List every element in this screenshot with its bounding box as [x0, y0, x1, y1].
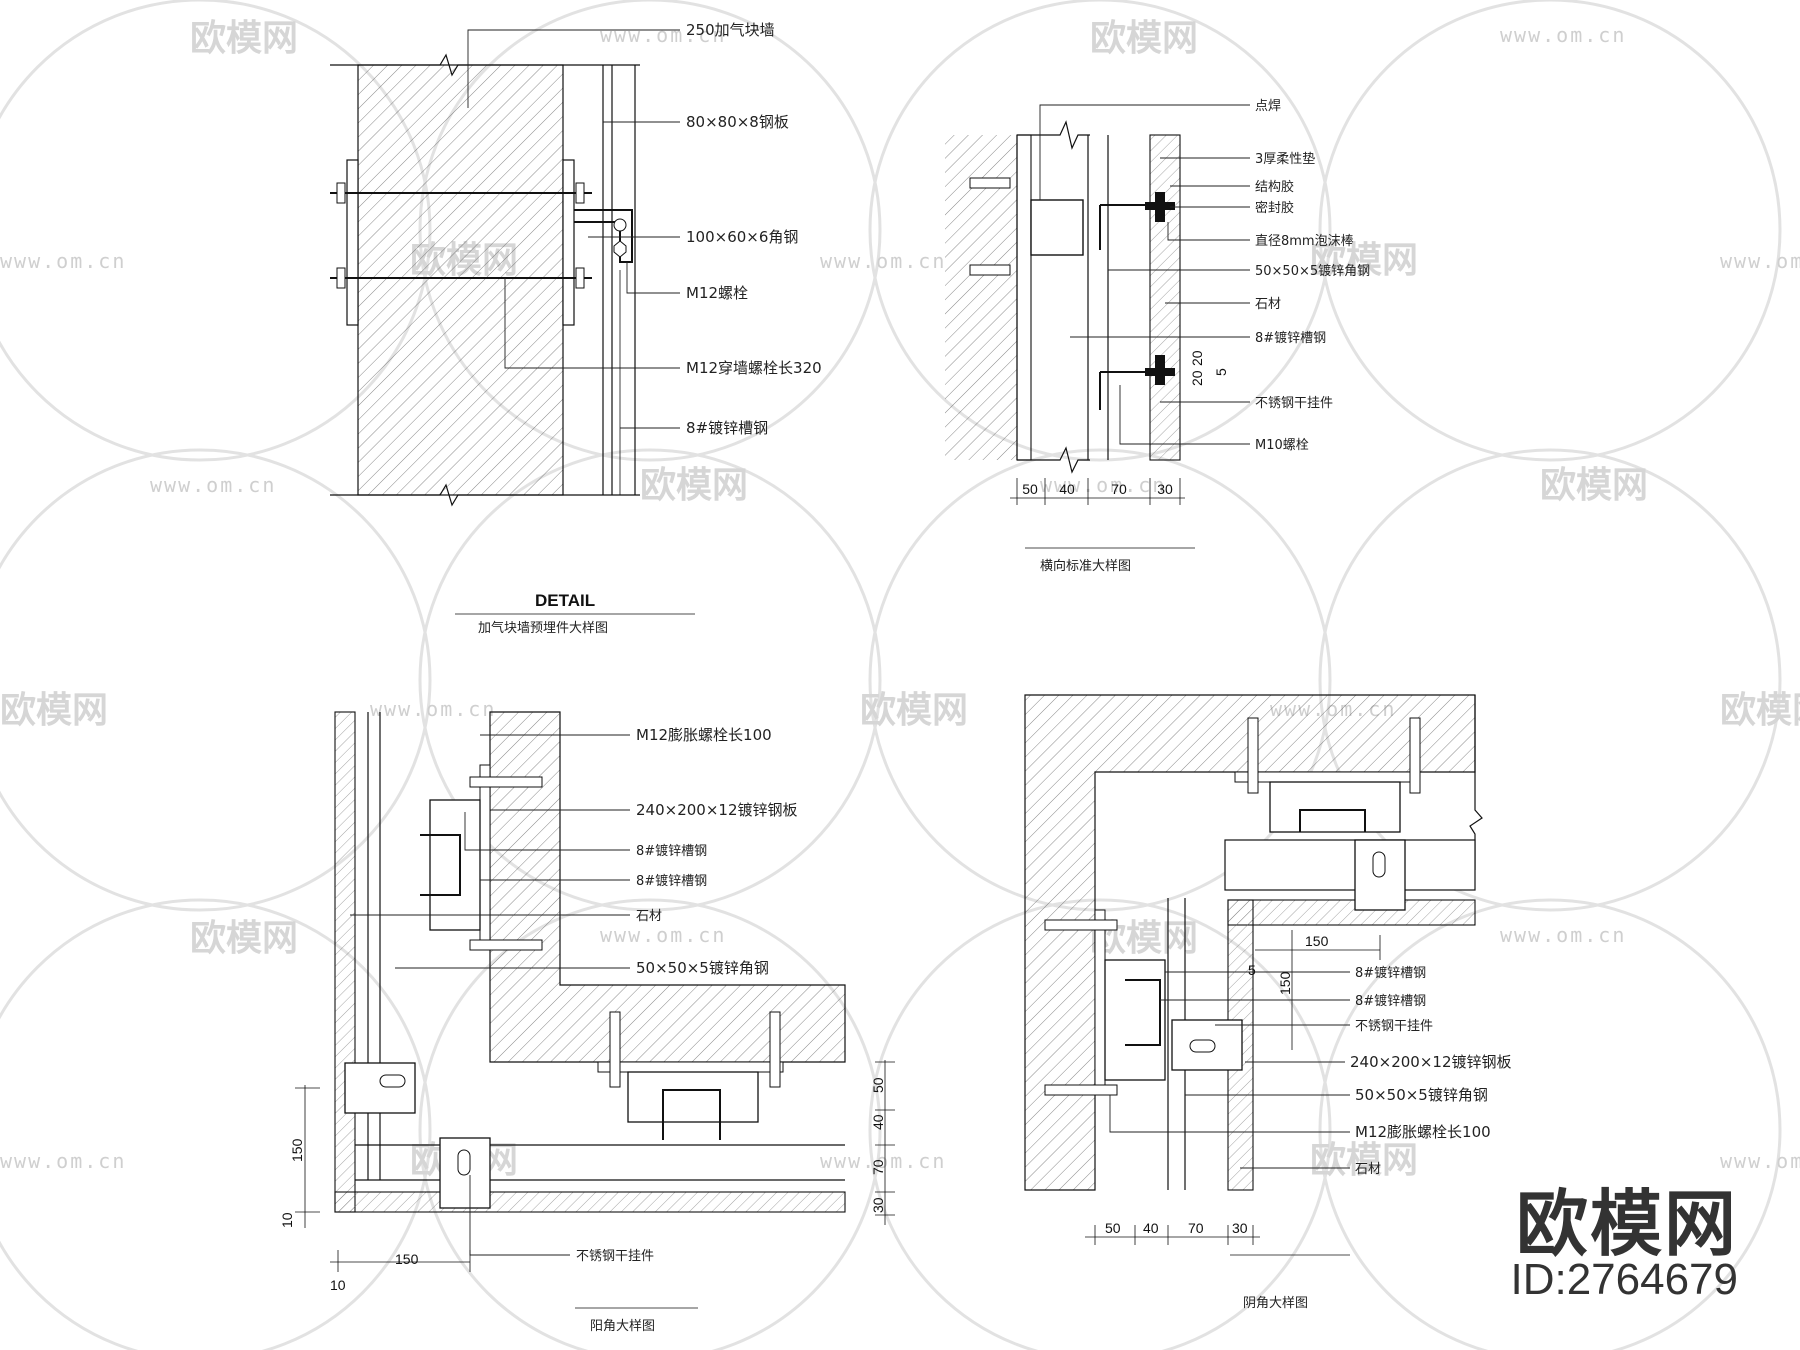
dim-150: 150	[1277, 971, 1293, 995]
dim-50: 50	[870, 1077, 886, 1093]
label-stainless-hanger: 不锈钢干挂件	[1355, 1019, 1433, 1034]
label-channel-steel: 8#镀锌槽钢	[686, 419, 768, 437]
detail-title: 横向标准大样图	[1040, 558, 1131, 574]
detail-title: 阳角大样图	[590, 1319, 655, 1334]
dim-50: 50	[1022, 481, 1038, 497]
dim-30: 30	[1157, 481, 1173, 497]
watermark-url: www.om.cn	[600, 923, 726, 947]
brand-id: ID:2764679	[1510, 1255, 1738, 1304]
dim-70: 70	[1188, 1220, 1204, 1236]
detail-title: 加气块墙预埋件大样图	[478, 620, 608, 636]
watermark-url: www.om.cn	[1720, 249, 1800, 273]
watermark-url: www.om.cn	[0, 1149, 126, 1173]
label-galv-plate: 240×200×12镀锌钢板	[636, 801, 798, 819]
label-steel-plate: 80×80×8钢板	[686, 113, 789, 131]
watermark-url: www.om.cn	[600, 23, 726, 47]
dim-5: 5	[1248, 962, 1256, 978]
label-stone: 石材	[636, 909, 662, 924]
dim-5: 5	[1213, 368, 1229, 376]
label-stainless-hanger: 不锈钢干挂件	[1255, 396, 1333, 411]
detail-external-corner: M12膨胀螺栓长100 240×200×12镀锌钢板 8#镀锌槽钢 8#镀锌槽钢…	[279, 711, 895, 1334]
label-stone: 石材	[1355, 1162, 1381, 1177]
label-channel-steel: 8#镀锌槽钢	[1355, 993, 1426, 1009]
stone-panel-horizontal	[334, 1191, 846, 1213]
dim-150: 150	[395, 1251, 419, 1267]
label-angle-steel: 100×60×6角钢	[686, 228, 798, 246]
watermark-url: www.om.cn	[820, 1149, 946, 1173]
structure-wall-hatched	[945, 135, 1017, 460]
stone-panel-horizontal	[1227, 899, 1476, 926]
dim-40: 40	[1059, 481, 1075, 497]
dim-10: 10	[330, 1277, 346, 1293]
label-expansion-bolt: M12膨胀螺栓长100	[636, 726, 772, 744]
steel-plate-left	[346, 159, 359, 326]
detail-aerated-block-embed: 250加气块墙 80×80×8钢板 100×60×6角钢 M12螺栓 M12穿墙…	[330, 21, 822, 636]
label-m12-bolt: M12螺栓	[686, 284, 748, 302]
wall-block-hatched	[357, 64, 564, 496]
label-stone: 石材	[1255, 297, 1281, 312]
watermark-brand: 欧模网	[1310, 240, 1418, 281]
label-expansion-bolt: M12膨胀螺栓长100	[1355, 1123, 1491, 1141]
watermark-brand: 欧模网	[190, 918, 298, 959]
dim-20: 20	[1189, 350, 1205, 366]
label-angle-steel: 50×50×5镀锌角钢	[1255, 263, 1370, 279]
label-angle-steel: 50×50×5镀锌角钢	[1355, 1086, 1488, 1104]
label-aerated-block-wall: 250加气块墙	[686, 21, 775, 39]
watermark-url: www.om.cn	[1500, 23, 1626, 47]
detail-title: 阴角大样图	[1243, 1296, 1308, 1311]
label-foam-rod: 直径8mm泡沫棒	[1255, 234, 1354, 249]
dim-30: 30	[870, 1197, 886, 1213]
label-through-bolt: M12穿墙螺栓长320	[686, 359, 822, 377]
label-galv-plate: 240×200×12镀锌钢板	[1350, 1053, 1512, 1071]
dim-150: 150	[1305, 933, 1329, 949]
detail-internal-corner: 150 5 150 50 40 70 30 8#镀锌槽钢 8#镀锌槽钢 不锈钢干…	[1024, 694, 1512, 1311]
label-channel-steel: 8#镀锌槽钢	[1255, 330, 1326, 346]
dim-10: 10	[279, 1212, 295, 1228]
label-angle-steel: 50×50×5镀锌角钢	[636, 959, 769, 977]
dim-70: 70	[870, 1159, 886, 1175]
dim-150: 150	[289, 1138, 305, 1162]
detail-horizontal-standard: 点焊 3厚柔性垫 结构胶 密封胶 直径8mm泡沫棒 50×50×5镀锌角钢 石材…	[945, 98, 1370, 574]
watermark-url: www.om.cn	[1040, 473, 1166, 497]
watermark-url: www.om.cn	[150, 473, 276, 497]
dim-20: 20	[1189, 370, 1205, 386]
label-structural-glue: 结构胶	[1255, 179, 1294, 195]
label-m10-bolt: M10螺栓	[1255, 438, 1309, 453]
label-flexible-pad: 3厚柔性垫	[1255, 151, 1315, 167]
watermark-url: www.om.cn	[0, 249, 126, 273]
watermark-brand: 欧模网	[860, 690, 968, 731]
dim-50: 50	[1105, 1220, 1121, 1236]
label-sealant: 密封胶	[1255, 200, 1294, 216]
watermark-texts: 欧模网 欧模网 www.om.cn www.om.cn www.om.cn 欧模…	[0, 18, 1800, 1181]
label-stainless-hanger: 不锈钢干挂件	[576, 1249, 654, 1264]
concrete-corner-hatched	[489, 711, 846, 1063]
watermark-brand: 欧模网	[1720, 690, 1800, 731]
stone-panel	[1149, 134, 1181, 461]
brand-logo-text: 欧模网	[1515, 1182, 1738, 1266]
watermark-brand: 欧模网	[1090, 18, 1198, 59]
stone-panel-vertical	[334, 711, 356, 1213]
dim-70: 70	[1111, 481, 1127, 497]
label-channel-steel: 8#镀锌槽钢	[636, 843, 707, 859]
watermark-brand: 欧模网	[190, 18, 298, 59]
watermark-brand: 欧模网	[1540, 465, 1648, 506]
watermark-brand: 欧模网	[640, 465, 748, 506]
detail-heading: DETAIL	[535, 591, 595, 610]
dim-40: 40	[1143, 1220, 1159, 1236]
watermark-url: www.om.cn	[820, 249, 946, 273]
watermark-brand: 欧模网	[0, 690, 108, 731]
label-spot-weld: 点焊	[1255, 98, 1281, 114]
dim-30: 30	[1232, 1220, 1248, 1236]
dim-40: 40	[870, 1114, 886, 1130]
watermark-url: www.om.cn	[1500, 923, 1626, 947]
watermark-url: www.om.cn	[1720, 1149, 1800, 1173]
label-channel-steel: 8#镀锌槽钢	[1355, 965, 1426, 981]
label-channel-steel: 8#镀锌槽钢	[636, 873, 707, 889]
watermark-url: www.om.cn	[370, 697, 496, 721]
watermark-brand: 欧模网	[1310, 1140, 1418, 1181]
steel-plate-right	[562, 159, 575, 326]
